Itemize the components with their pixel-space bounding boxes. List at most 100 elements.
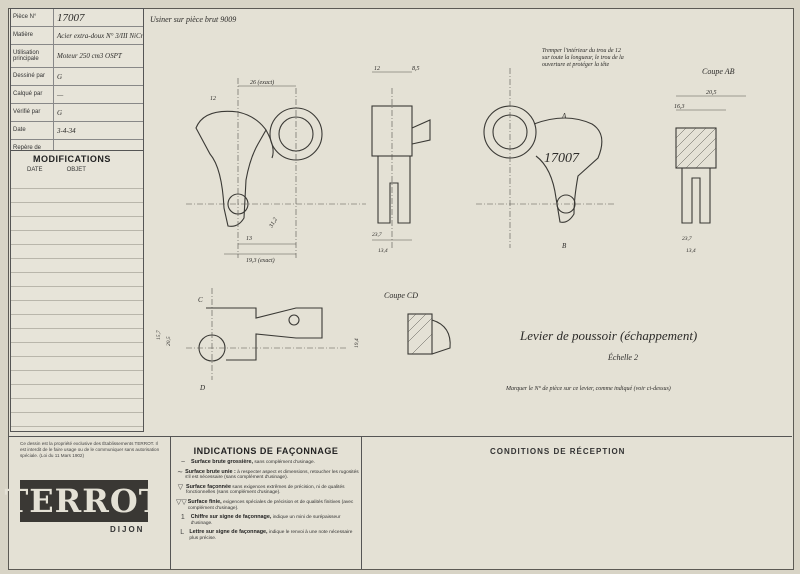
dim-12: 12 [210, 96, 216, 102]
indication-title: Surface brute grossière, [191, 459, 254, 465]
conditions-title: CONDITIONS DE RÉCEPTION [490, 447, 626, 456]
label-b: B [562, 242, 567, 250]
title-block-row: Pièce N°17007 [11, 9, 143, 27]
dim-26: 26 (exact) [250, 79, 274, 86]
indication-desc: sans complément d'usinage. [254, 460, 316, 465]
indication-item: ~Surface brute grossière, sans complémen… [175, 459, 361, 466]
finish-symbol-icon: ▽▽ [175, 498, 187, 506]
title-block-label: Dessiné par [11, 68, 54, 85]
bottom-strip: Ce dessin est la propriété exclusive des… [4, 436, 792, 569]
dim-8-5: 8,5 [412, 66, 420, 72]
modifications-date-header: DATE [27, 167, 43, 173]
label-a: A [561, 112, 567, 120]
dim-20-5: 20,5 [706, 90, 717, 96]
title-block-value: G [57, 72, 63, 81]
indication-desc: sans exigences extrêmes de précision, ni… [186, 484, 345, 496]
title-block-label: Calqué par [11, 86, 54, 103]
legal-notice: Ce dessin est la propriété exclusive des… [20, 441, 160, 458]
top-view: C D 15,7 20,5 [156, 288, 346, 392]
dim-19-3: 19,3 (exact) [246, 257, 275, 264]
dim-31-2: 31,2 [268, 217, 279, 230]
indication-item: L Lettre sur signe de façonnage, indique … [175, 530, 361, 541]
section-cd-title: Coupe CD [384, 291, 418, 300]
marked-view: 17007 A B Tremper l'intérieur du trou de… [476, 48, 625, 250]
finish-symbol-icon: L [180, 529, 185, 537]
modifications-objet-header: OBJET [66, 167, 86, 173]
indication-item: 1 Chiffre sur signe de façonnage, indique… [175, 514, 361, 526]
section-note: Tremper l'intérieur du trou de 12 sur to… [542, 48, 625, 68]
dim-13-4-ab: 13,4 [686, 247, 696, 254]
top-note: Usiner sur pièce brut 9009 [150, 15, 236, 24]
conditions-panel: CONDITIONS DE RÉCEPTION [360, 437, 792, 569]
mark-note: Marquer le N° de pièce sur ce levier, co… [505, 385, 671, 392]
title-block-row: Calqué par— [11, 86, 143, 104]
title-block-value: Moteur 250 cm3 OSPT [57, 52, 122, 60]
label-d: D [199, 384, 205, 392]
part-number-mark: 17007 [544, 151, 580, 166]
dim-23-7: 23,7 [372, 232, 382, 238]
indication-desc: à respecter aspect et dimensions, retouc… [185, 469, 359, 481]
indication-title: Chiffre sur signe de façonnage, [190, 514, 272, 521]
finish-symbol-icon: ▽ [177, 483, 184, 491]
title-block-label: Matière [11, 27, 54, 44]
indications-panel: INDICATIONS DE FAÇONNAGE ~Surface brute … [170, 437, 362, 569]
title-block-value: 17007 [57, 11, 85, 24]
title-block-value: 3-4-34 [57, 126, 76, 135]
technical-drawing: Usiner sur pièce brut 9009 26 (exact) 12… [146, 8, 780, 432]
dim-23-7-ab: 23,7 [682, 236, 692, 242]
section-cd-view: Coupe CD 19,4 [353, 291, 451, 355]
title-block-label: Pièce N° [11, 9, 54, 26]
side-view: 12 8,5 23,7 13,4 [371, 66, 431, 254]
indications-title: INDICATIONS DE FAÇONNAGE [193, 446, 339, 456]
indication-desc: indique le renvoi à une note nécessaire … [189, 530, 353, 541]
indication-text: Surface brute unie : à respecter aspect … [185, 468, 361, 481]
dim-19-4: 19,4 [353, 338, 360, 348]
section-ab-title: Coupe AB [702, 67, 735, 76]
label-c: C [198, 296, 203, 304]
dim-15-7: 15,7 [156, 330, 162, 340]
indication-item: ▽▽Surface finie, exigences spéciales de … [175, 498, 361, 511]
indication-text: Surface finie, exigences spéciales de pr… [187, 498, 361, 511]
indication-title: Surface brute unie : [185, 468, 236, 475]
indication-desc: indique un mini de surépaisseur d'usinag… [190, 515, 341, 526]
title-block-value: Acier extra-doux N° 3/III NiCr (Fer Doux… [57, 31, 143, 40]
front-view: 26 (exact) 12 13 19,3 (exact) 31,2 [186, 78, 366, 264]
indication-title: Surface façonnée [186, 483, 231, 490]
section-ab-view: Coupe AB 20,5 16,3 23,7 13,4 [674, 67, 746, 254]
indication-text: Chiffre sur signe de façonnage, indique … [190, 514, 361, 526]
terrot-logo: TERROT [4, 480, 164, 522]
indication-title: Surface finie, [187, 498, 222, 505]
scale: Échelle 2 [607, 352, 638, 362]
indication-text: Surface façonnée sans exigences extrêmes… [186, 483, 361, 496]
modifications-table: MODIFICATIONS DATE OBJET [10, 150, 144, 432]
dim-12-side: 12 [374, 66, 380, 72]
finish-symbol-icon: 1 [180, 514, 185, 522]
drawing-canvas: Usiner sur pièce brut 9009 26 (exact) 12… [150, 15, 746, 392]
indication-item: ▽Surface façonnée sans exigences extrême… [175, 483, 361, 496]
title-block-value: — [57, 90, 64, 99]
title-block-value: G [57, 108, 63, 117]
title-block-label: Utilisation principale [11, 45, 54, 67]
indication-desc: exigences spéciales de précision et de q… [187, 499, 354, 511]
dim-13: 13 [246, 236, 252, 242]
dim-16-3: 16,3 [674, 104, 685, 110]
indication-title: Lettre sur signe de façonnage, [189, 529, 268, 536]
dim-13-4: 13,4 [378, 247, 388, 254]
modifications-lines [11, 175, 143, 431]
indication-text: Surface brute grossière, sans complément… [191, 459, 316, 466]
title-block-label: Date [11, 122, 54, 139]
logo-city: DIJON [110, 525, 145, 534]
dim-20-5-b: 20,5 [166, 336, 172, 346]
title-block-label: Vérifié par [11, 104, 54, 121]
indication-text: Lettre sur signe de façonnage, indique l… [189, 530, 361, 541]
finish-symbol-icon: ∼ [177, 468, 183, 476]
indication-item: ∼Surface brute unie : à respecter aspect… [175, 468, 361, 481]
modifications-title: MODIFICATIONS [33, 154, 111, 164]
part-name: Levier de poussoir (échappement) [519, 328, 697, 343]
